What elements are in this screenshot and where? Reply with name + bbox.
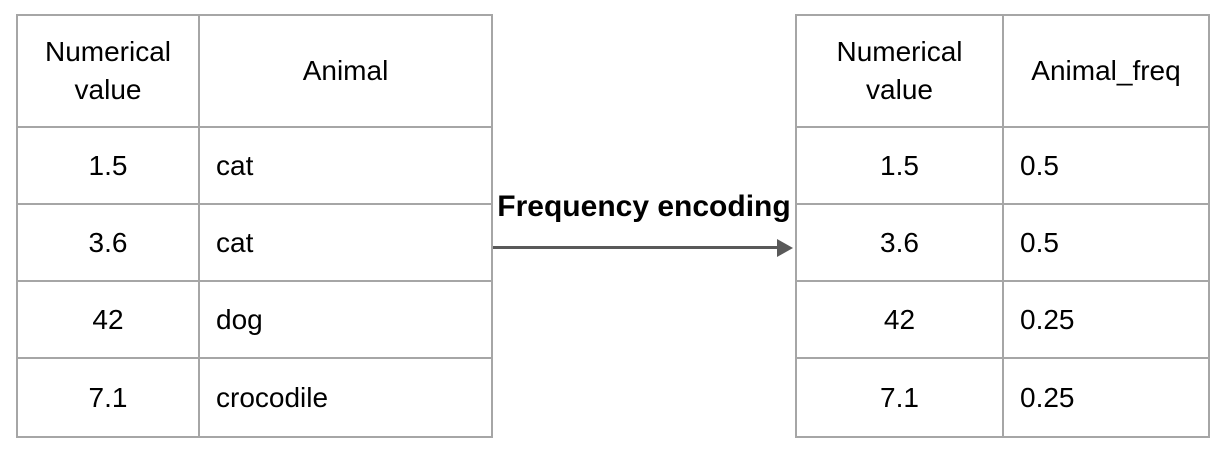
table-row: 7.1 0.25 (797, 359, 1208, 436)
animal-header: Animal (200, 16, 491, 128)
animal-freq-header-label: Animal_freq (1031, 55, 1181, 87)
numerical-value-header-label: Numerical value (44, 36, 172, 105)
animal-freq-cell: 0.25 (1020, 381, 1075, 413)
numerical-value-cell: 3.6 (18, 205, 200, 282)
table-row: 42 0.25 (797, 282, 1208, 359)
numerical-value-cell: 7.1 (18, 359, 200, 436)
table-row: 7.1 crocodile (18, 359, 491, 436)
numerical-value-cell: 7.1 (797, 359, 1004, 436)
animal-cell: cat (200, 128, 491, 205)
animal-freq-cell: 0.25 (1004, 282, 1208, 359)
source-table: Numerical value Animal 1.5 cat 3.6 cat 4… (16, 14, 493, 438)
numerical-value-cell: 3.6 (797, 205, 1004, 282)
animal-freq-header: Animal_freq (1004, 16, 1208, 128)
animal-cell: dog (200, 282, 491, 359)
numerical-value-cell: 1.5 (18, 128, 200, 205)
table-row: 3.6 cat (18, 205, 491, 282)
table-row: 3.6 0.5 (797, 205, 1208, 282)
numerical-value-header: Numerical value (18, 16, 200, 128)
numerical-value-header: Numerical value (797, 16, 1004, 128)
numerical-value-cell: 42 (18, 282, 200, 359)
arrow-line (493, 246, 779, 249)
arrow-head-icon (777, 239, 793, 257)
numerical-value-cell: 1.5 (797, 128, 1004, 205)
animal-cell: crocodile (216, 381, 329, 413)
animal-freq-cell: 0.5 (1004, 205, 1208, 282)
table-row: 42 dog (18, 282, 491, 359)
animal-cell: cat (200, 205, 491, 282)
encoded-table: Numerical value Animal_freq 1.5 0.5 3.6 … (795, 14, 1210, 438)
numerical-value-cell: 42 (797, 282, 1004, 359)
table-row: 1.5 0.5 (797, 128, 1208, 205)
animal-freq-cell: 0.5 (1004, 128, 1208, 205)
numerical-value-header-label: Numerical value (836, 36, 963, 105)
animal-header-label: Animal (302, 55, 389, 87)
table-row: 1.5 cat (18, 128, 491, 205)
transform-label: Frequency encoding (497, 190, 791, 223)
encoded-table-header-row: Numerical value Animal_freq (797, 16, 1208, 128)
source-table-header-row: Numerical value Animal (18, 16, 491, 128)
